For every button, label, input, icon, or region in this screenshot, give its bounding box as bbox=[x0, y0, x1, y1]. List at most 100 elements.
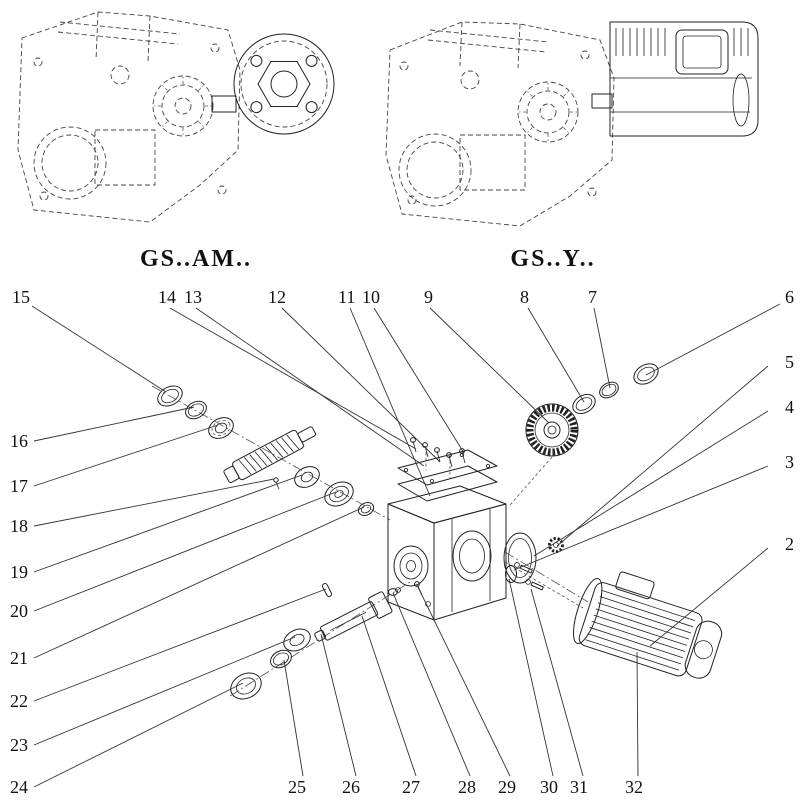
oil-seal-24 bbox=[230, 672, 262, 700]
helical-gear-9 bbox=[525, 403, 579, 457]
flange-adapter bbox=[211, 33, 335, 135]
callout-28: 28 bbox=[458, 777, 476, 797]
callout-4: 4 bbox=[785, 397, 794, 417]
leader-line bbox=[392, 592, 471, 777]
exploded-view bbox=[151, 363, 723, 700]
leader-line bbox=[416, 584, 511, 777]
callout-18: 18 bbox=[10, 516, 28, 536]
callout-6: 6 bbox=[785, 287, 794, 307]
leader-line bbox=[508, 578, 554, 777]
leader-line bbox=[33, 424, 219, 487]
callout-23: 23 bbox=[10, 735, 28, 755]
set-screw-18 bbox=[273, 477, 280, 490]
adapter-flange-4 bbox=[503, 532, 537, 584]
gearbox-housing bbox=[387, 485, 507, 621]
leader-line bbox=[593, 307, 611, 389]
callout-26: 26 bbox=[342, 777, 360, 797]
callout-29: 29 bbox=[498, 777, 516, 797]
leader-line bbox=[281, 307, 441, 463]
callout-32: 32 bbox=[625, 777, 643, 797]
ring-6 bbox=[633, 363, 659, 385]
leader-line bbox=[33, 491, 337, 612]
callout-27: 27 bbox=[402, 777, 420, 797]
callout-numbers: 15 14 13 12 11 10 9 8 7 6 5 4 3 2 16 17 … bbox=[10, 287, 794, 797]
leader-line bbox=[33, 682, 244, 788]
leader-line bbox=[33, 478, 275, 527]
model-label-right: GS..Y.. bbox=[510, 246, 595, 272]
callout-14: 14 bbox=[158, 287, 176, 307]
gasket-11 bbox=[397, 465, 498, 502]
callout-8: 8 bbox=[520, 287, 529, 307]
washer-28 bbox=[388, 588, 398, 596]
input-shaft-parts bbox=[157, 385, 375, 516]
callout-20: 20 bbox=[10, 601, 28, 621]
key-pin-22 bbox=[321, 582, 333, 598]
leader-line bbox=[33, 474, 303, 573]
callout-24: 24 bbox=[10, 777, 28, 797]
input-bearing-rosette-left bbox=[152, 75, 214, 137]
leader-line bbox=[33, 406, 195, 442]
callout-21: 21 bbox=[10, 648, 28, 668]
callout-3: 3 bbox=[785, 452, 794, 472]
leader-line bbox=[31, 305, 167, 393]
callout-17: 17 bbox=[10, 476, 28, 496]
model-label-left: GS..AM.. bbox=[140, 246, 252, 272]
leader-line bbox=[373, 307, 465, 454]
gearbox-right-illustration bbox=[385, 21, 759, 227]
callout-9: 9 bbox=[424, 287, 433, 307]
callout-25: 25 bbox=[288, 777, 306, 797]
callout-10: 10 bbox=[362, 287, 380, 307]
callout-11: 11 bbox=[338, 287, 355, 307]
bearing-19b bbox=[294, 466, 320, 488]
leader-line bbox=[320, 633, 357, 777]
leader-line bbox=[556, 365, 769, 547]
output-shaft-parts bbox=[230, 581, 423, 700]
gear-and-rings bbox=[525, 363, 659, 457]
leader-line bbox=[527, 307, 585, 403]
bearing-17 bbox=[208, 417, 234, 439]
leader-line bbox=[513, 465, 769, 571]
washer-8 bbox=[572, 394, 596, 414]
mounted-motor bbox=[591, 21, 759, 137]
circlip-16 bbox=[185, 400, 207, 420]
ring-21 bbox=[357, 502, 375, 516]
leader-line bbox=[33, 506, 365, 659]
leader-line bbox=[636, 651, 639, 777]
leader-line bbox=[530, 588, 584, 777]
callout-16: 16 bbox=[10, 431, 28, 451]
seal-ring-15 bbox=[157, 385, 183, 407]
leader-line bbox=[349, 307, 431, 497]
leader-line bbox=[195, 307, 425, 467]
leader-line bbox=[361, 615, 417, 777]
o-ring-3 bbox=[505, 565, 517, 583]
studs-30-31 bbox=[514, 562, 544, 591]
leader-line bbox=[533, 410, 769, 557]
leader-line bbox=[283, 659, 304, 777]
leader-line bbox=[33, 588, 327, 702]
callout-7: 7 bbox=[588, 287, 597, 307]
motor-assembly bbox=[573, 571, 723, 679]
leader-line bbox=[169, 307, 417, 450]
leader-lines bbox=[31, 303, 781, 788]
callout-13: 13 bbox=[184, 287, 202, 307]
leader-line bbox=[33, 636, 296, 746]
worm-gear-20 bbox=[324, 481, 354, 507]
input-bearing-rosette-right bbox=[517, 81, 579, 143]
leader-line bbox=[429, 307, 550, 424]
callout-22: 22 bbox=[10, 691, 28, 711]
leader-line bbox=[649, 547, 769, 647]
leader-line bbox=[645, 303, 781, 376]
callout-15: 15 bbox=[12, 287, 30, 307]
gearbox-left-illustration bbox=[17, 11, 335, 223]
callout-2: 2 bbox=[785, 534, 794, 554]
callout-12: 12 bbox=[268, 287, 286, 307]
callout-30: 30 bbox=[540, 777, 558, 797]
motor-adapter-parts bbox=[503, 532, 564, 591]
assembly-center-lines bbox=[151, 385, 589, 697]
callout-5: 5 bbox=[785, 352, 794, 372]
bearing-23 bbox=[283, 628, 311, 652]
circlip-7 bbox=[599, 381, 619, 399]
callout-19: 19 bbox=[10, 562, 28, 582]
